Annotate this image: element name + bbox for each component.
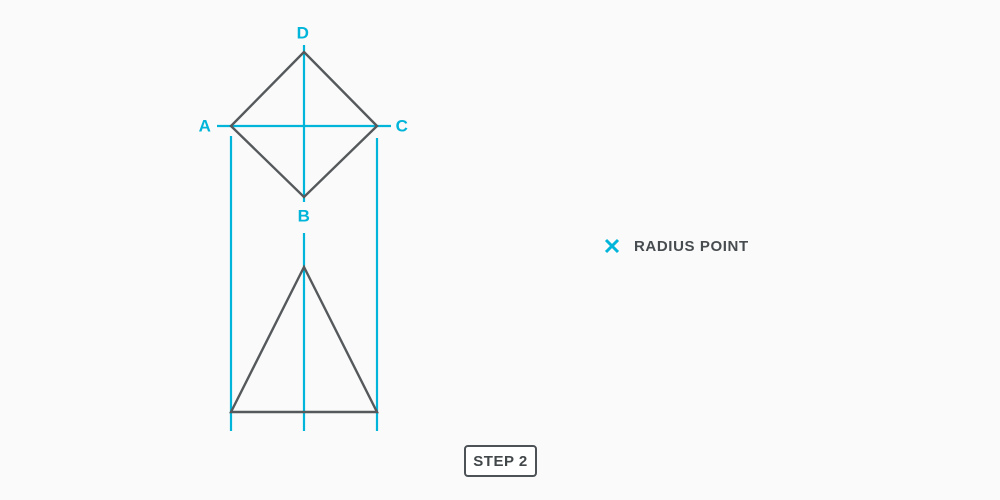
diamond-shape [229,50,379,199]
triangle-shape [229,264,379,414]
vertex-label-d: D [296,23,310,43]
legend-label: RADIUS POINT [634,237,749,255]
step-badge-label: STEP 2 [473,452,528,470]
vertex-label-c: C [395,116,409,136]
vertex-label-a: A [198,116,212,136]
x-marker-icon [604,238,620,254]
vertex-label-b: B [297,206,311,226]
step-badge: STEP 2 [464,445,537,477]
legend: RADIUS POINT [604,238,749,254]
